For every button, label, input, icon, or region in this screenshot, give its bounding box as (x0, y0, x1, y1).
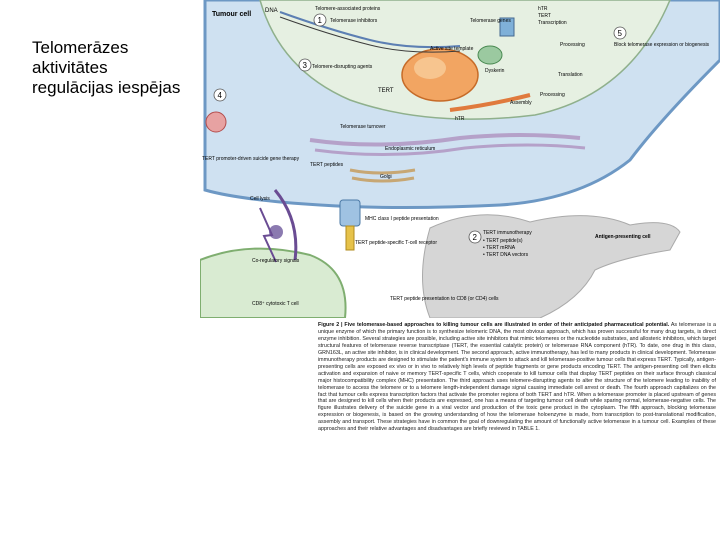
virus-icon (205, 111, 227, 133)
tert-peptides-label: TERT peptides (310, 162, 344, 168)
slide-title: Telomerāzes aktivitātes regulācijas iesp… (32, 38, 202, 98)
er-label: Endoplasmic reticulum (385, 146, 435, 152)
antigen-presenting-cell (422, 214, 681, 318)
processing-top-label: Processing (560, 42, 585, 48)
tert-presentation-label: TERT peptide presentation to CD8 (or CD4… (390, 296, 499, 302)
active-site-label: Active site template (430, 46, 474, 52)
golgi-label: Golgi (380, 174, 392, 180)
tert-label: TERT (378, 88, 394, 94)
cd8-label: CD8⁺ cytotoxic T cell (252, 301, 299, 307)
caption-heading: Figure 2 | Five telomerase-based approac… (318, 322, 670, 328)
block-label: Block telomerase expression or biogenesi… (614, 42, 710, 48)
mhc-label: MHC class I peptide presentation (365, 216, 439, 222)
tert-gene-label: TERT (538, 13, 551, 19)
tumour-cell-label: Tumour cell (212, 11, 251, 18)
processing-label: Processing (540, 92, 565, 98)
title-line-1: Telomerāzes (32, 38, 129, 57)
immuno-item-2: • TERT mRNA (483, 245, 516, 251)
cell-lysis-label: Cell lysis (250, 196, 270, 202)
num-4: 4 (218, 91, 223, 100)
num-3: 3 (303, 61, 308, 70)
telomere-assoc-label: Telomere-associated proteins (315, 6, 381, 12)
dna-strand (279, 11, 461, 49)
transcription-label: Transcription (538, 20, 567, 26)
er (309, 133, 581, 147)
translation-label: Translation (558, 72, 583, 78)
figure-caption: Figure 2 | Five telomerase-based approac… (318, 322, 716, 536)
dna-label: DNA (265, 8, 278, 14)
title-line-2: aktivitātes (32, 58, 108, 77)
telomerase-turnover-label: Telomerase turnover (340, 124, 386, 130)
htr-label: hTR (455, 116, 465, 122)
caption-body: As telomerase is a unique enzyme of whic… (318, 322, 716, 433)
dyskerin-label: Dyskerin (485, 68, 505, 74)
tert-promoter-label: TERT promoter-driven suicide gene therap… (202, 156, 300, 162)
gene-box (499, 17, 515, 37)
telomere-genes-label: Telomerase genes (470, 18, 511, 24)
immuno-item-3: • TERT DNA vectors (483, 252, 529, 258)
assembly-label: Assembly (510, 100, 532, 106)
telomerase-figure: 1 2 3 4 5 Tumour cell DNA Telomere-assoc… (200, 0, 720, 318)
tert-immuno-label: TERT immunotherapy (483, 230, 532, 236)
htr-gene-label: hTR (538, 6, 548, 12)
immuno-item-1: • TERT peptide(s) (483, 238, 523, 244)
apc-label: Antigen-presenting cell (595, 234, 651, 240)
t-cell (200, 247, 347, 318)
num-2: 2 (473, 233, 478, 242)
telomere-disrupting-label: Telomere-disrupting agents (312, 64, 373, 70)
num-1: 1 (318, 16, 323, 25)
coregulatory-label: Co-regulatory signals (252, 258, 300, 264)
telomerase-inhibitors-label: Telomerase inhibitors (330, 18, 378, 24)
tcell-receptor-label: TERT peptide-specific T-cell receptor (355, 240, 437, 246)
num-5: 5 (618, 29, 623, 38)
title-line-3: regulācijas iespējas (32, 78, 181, 97)
